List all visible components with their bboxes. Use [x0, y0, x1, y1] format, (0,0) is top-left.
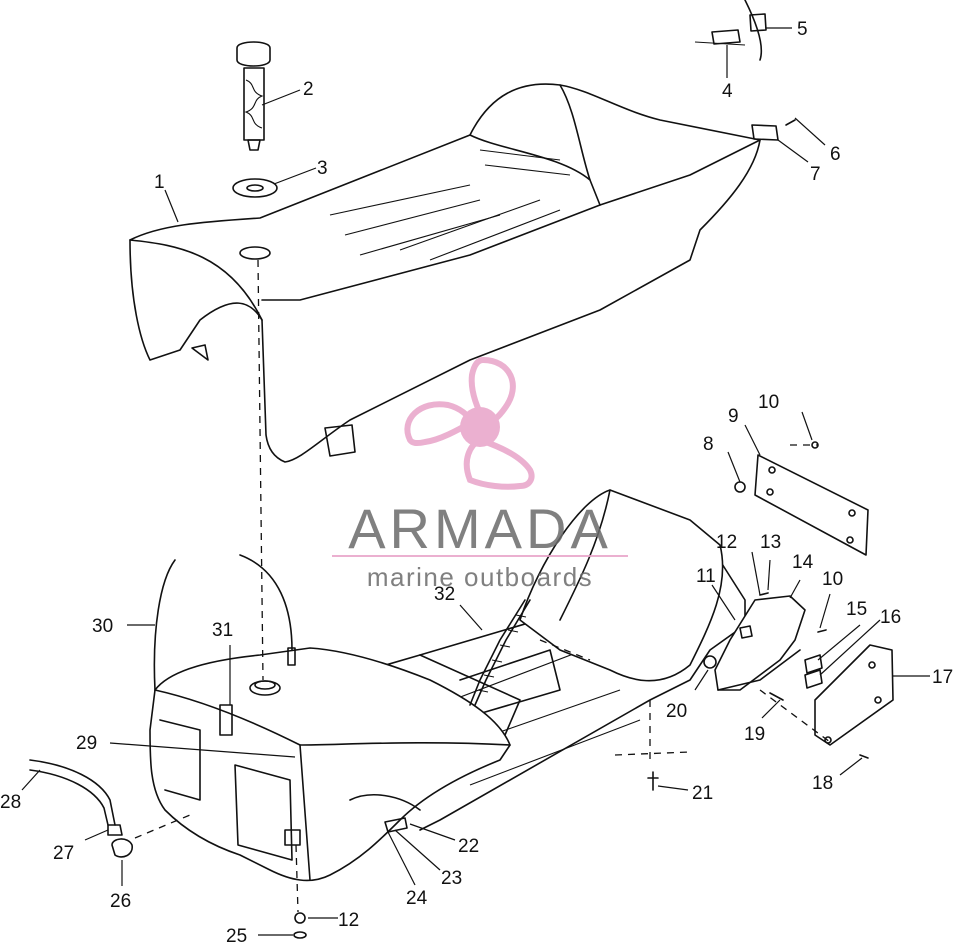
- seat-assembly: [129, 83, 761, 463]
- callout-29: 29: [76, 733, 97, 754]
- callout-18: 18: [812, 773, 833, 794]
- callout-10b: 10: [822, 569, 843, 590]
- top-bracket-parts: [694, 0, 796, 141]
- callout-11: 11: [696, 566, 716, 587]
- rear-bracket-assembly: [703, 595, 894, 746]
- callout-5: 5: [797, 19, 808, 40]
- callout-24: 24: [406, 888, 428, 909]
- assembly-lines: [134, 259, 831, 913]
- callout-6: 6: [830, 144, 841, 165]
- callout-10a: 10: [758, 392, 779, 413]
- armada-watermark: ARMADA marine outboards: [332, 356, 628, 592]
- callout-25: 25: [226, 926, 247, 943]
- callout-1: 1: [154, 172, 165, 193]
- callout-4: 4: [722, 81, 733, 102]
- fuel-cap: [236, 41, 271, 151]
- hardware: [293, 592, 869, 939]
- callout-22: 22: [458, 836, 479, 857]
- callout-31: 31: [212, 620, 233, 641]
- callout-26: 26: [110, 891, 131, 912]
- propeller-logo-icon: [404, 356, 535, 490]
- callout-14: 14: [792, 552, 814, 573]
- callout-19: 19: [744, 724, 765, 745]
- callout-13: 13: [760, 532, 781, 553]
- callout-30: 30: [92, 616, 113, 637]
- callout-21: 21: [692, 783, 713, 804]
- callout-27: 27: [53, 843, 74, 864]
- callout-labels: 1 2 3 4 5 6 7 8 9 10 10 11 12 12 13 14 1…: [0, 19, 953, 943]
- electrical-cover: [519, 489, 724, 682]
- callout-15: 15: [846, 599, 867, 620]
- callout-16: 16: [880, 607, 901, 628]
- callout-23: 23: [441, 868, 462, 889]
- watermark-tagline: marine outboards: [367, 562, 593, 592]
- gasket: [232, 178, 278, 198]
- callout-2: 2: [303, 79, 314, 100]
- fuel-fitting: [107, 824, 133, 858]
- callout-3: 3: [317, 158, 328, 179]
- callout-8: 8: [703, 434, 714, 455]
- fuel-tank: [149, 647, 511, 882]
- callout-17: 17: [932, 667, 953, 688]
- vent-hoses: [29, 554, 531, 826]
- callout-20: 20: [666, 701, 687, 722]
- leader-lines: [21, 27, 930, 936]
- callout-9: 9: [728, 406, 739, 427]
- callout-7: 7: [810, 164, 821, 185]
- watermark-brand: ARMADA: [348, 497, 612, 560]
- callout-28: 28: [0, 792, 21, 813]
- plate-bracket: [734, 441, 869, 556]
- callout-12a: 12: [716, 532, 737, 553]
- callout-32: 32: [434, 584, 455, 605]
- callout-12b: 12: [338, 910, 359, 931]
